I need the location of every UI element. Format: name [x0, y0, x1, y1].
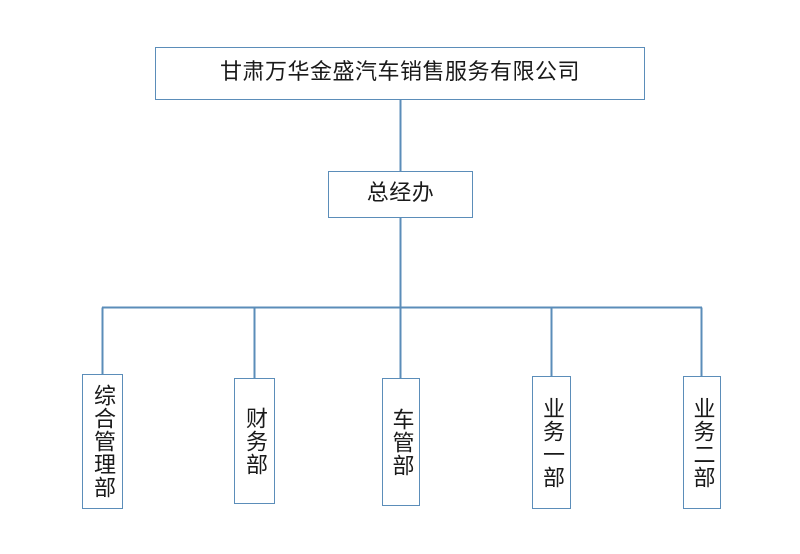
org-node-department-label: 业务一部 [539, 396, 565, 489]
org-node-general-manager-office: 总经办 [328, 171, 473, 218]
org-node-department-label: 业务二部 [689, 396, 715, 489]
org-node-department-label: 车管部 [388, 407, 414, 477]
org-node-company-label: 甘肃万华金盛汽车销售服务有限公司 [219, 60, 580, 86]
org-node-department-comprehensive-management: 综合管理部 [82, 374, 123, 509]
org-node-department-business-two: 业务二部 [683, 376, 721, 509]
org-node-department-business-one: 业务一部 [532, 376, 571, 509]
org-node-department-finance: 财务部 [234, 378, 275, 504]
org-node-department-label: 财务部 [242, 406, 268, 476]
org-node-general-manager-office-label: 总经办 [366, 181, 435, 207]
org-node-department-label: 综合管理部 [90, 384, 116, 499]
org-node-department-vehicle-management: 车管部 [382, 378, 420, 506]
org-node-company: 甘肃万华金盛汽车销售服务有限公司 [155, 47, 645, 100]
